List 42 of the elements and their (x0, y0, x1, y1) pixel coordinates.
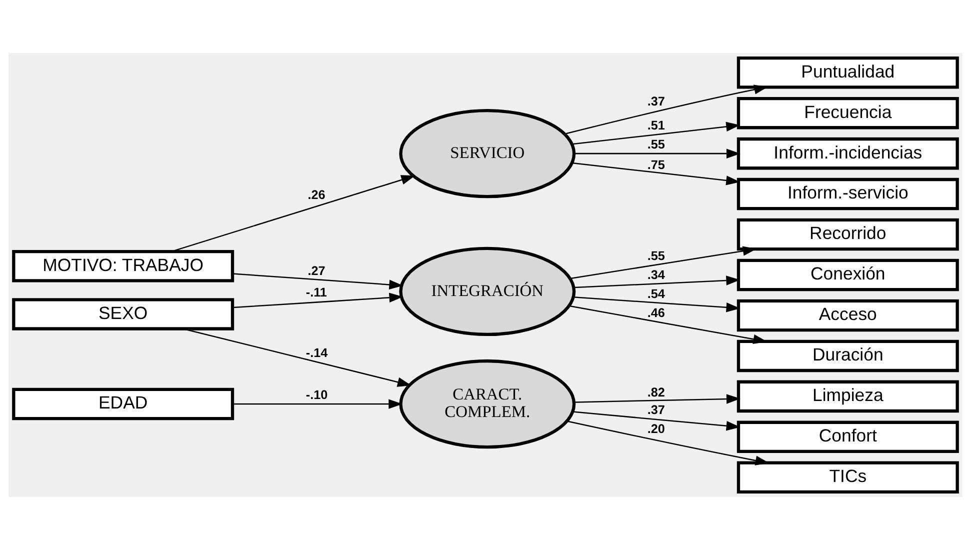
node-box: Acceso (736, 298, 959, 332)
edge-label: .55 (647, 248, 665, 262)
edge-label: .20 (647, 422, 665, 436)
node-box: SEXO (12, 298, 234, 330)
edge-label: .27 (308, 264, 326, 278)
arrow (232, 272, 404, 290)
arrow (568, 304, 768, 344)
node-box: MOTIVO: TRABAJO (12, 250, 234, 282)
arrow (567, 420, 770, 465)
edge-label: -.10 (306, 387, 328, 402)
node-box: Puntualidad (736, 56, 959, 88)
edge-label: .37 (647, 402, 665, 417)
node-box: Conexión (736, 258, 959, 291)
edge-label: .54 (647, 286, 665, 300)
node-box: EDAD (12, 387, 234, 420)
arrow (573, 410, 740, 430)
node-ellipse: INTEGRACIÓN (399, 246, 576, 336)
node-box: Limpieza (736, 380, 959, 412)
arrow (232, 398, 403, 408)
node-box: Frecuencia (736, 96, 959, 129)
edge-label: -.11 (306, 285, 327, 300)
edge-label: .75 (647, 157, 665, 172)
arrow (574, 394, 740, 404)
edge-label: .55 (647, 137, 665, 152)
edge-label: .34 (647, 267, 665, 282)
edge-label: .82 (647, 384, 665, 399)
edge-label: .51 (647, 118, 665, 132)
arrow (573, 296, 740, 312)
node-box: Inform.-servicio (736, 177, 959, 210)
node-ellipse: CARACT. COMPLEM. (399, 358, 576, 448)
edge-label: .46 (647, 305, 665, 320)
arrow (183, 328, 412, 386)
arrow (574, 148, 740, 158)
node-box: Recorrido (736, 218, 959, 250)
node-box: Inform.-incidencias (736, 136, 959, 170)
edge-label: .26 (308, 188, 326, 202)
edge-label: .37 (647, 94, 665, 108)
arrow (232, 292, 404, 308)
node-box: Confort (736, 420, 959, 453)
edge-label: -.14 (306, 346, 328, 360)
node-box: Duración (736, 339, 959, 372)
node-box: TICs (736, 460, 959, 494)
